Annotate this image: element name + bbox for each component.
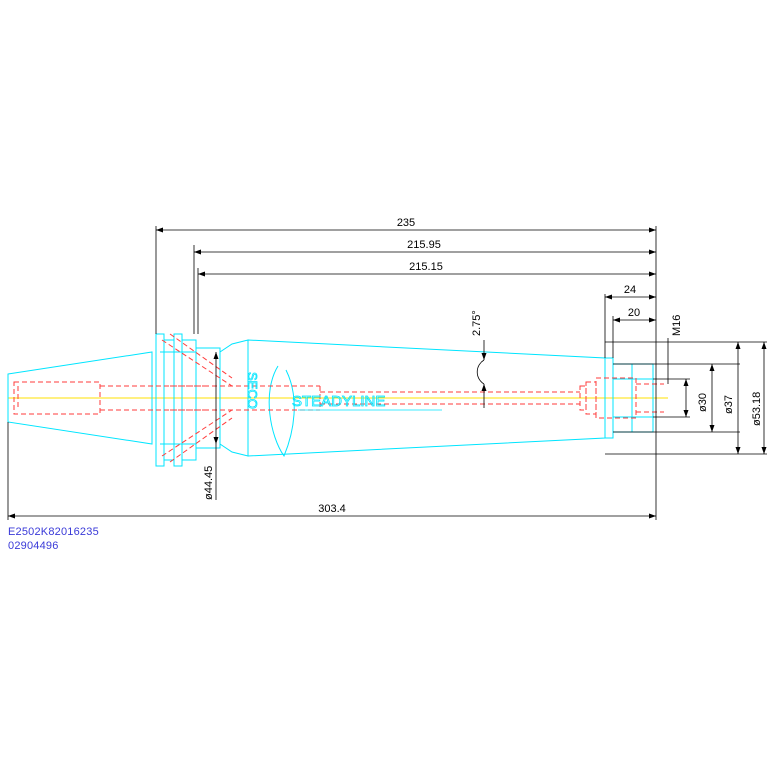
dim-to-taper-b: 215.15 bbox=[409, 261, 443, 273]
dim-thread: M16 bbox=[671, 315, 683, 336]
dim-bore-dia: ø30 bbox=[697, 393, 709, 412]
dimension-lines bbox=[7, 226, 767, 520]
dim-overall-length: 303.4 bbox=[318, 503, 346, 515]
tool-outline bbox=[7, 333, 654, 467]
dim-overall-flange: 235 bbox=[397, 217, 415, 229]
dim-thread-depth: 20 bbox=[628, 307, 640, 319]
dim-bore-depth: 24 bbox=[624, 284, 636, 296]
seco-logo: SECO bbox=[245, 372, 260, 409]
steadyline-logo: STEADYLINE bbox=[292, 393, 385, 410]
part-code: E2502K82016235 bbox=[8, 526, 99, 538]
dim-to-taper-a: 215.95 bbox=[407, 239, 441, 251]
part-number: 02904496 bbox=[8, 540, 59, 552]
dim-nose-dia: ø53.18 bbox=[751, 392, 763, 426]
dim-taper-angle: 2.75° bbox=[471, 310, 483, 336]
dim-body-dia: ø37 bbox=[723, 395, 735, 414]
hidden-lines bbox=[13, 333, 664, 463]
dim-taper-dia: ø44.45 bbox=[203, 466, 215, 500]
